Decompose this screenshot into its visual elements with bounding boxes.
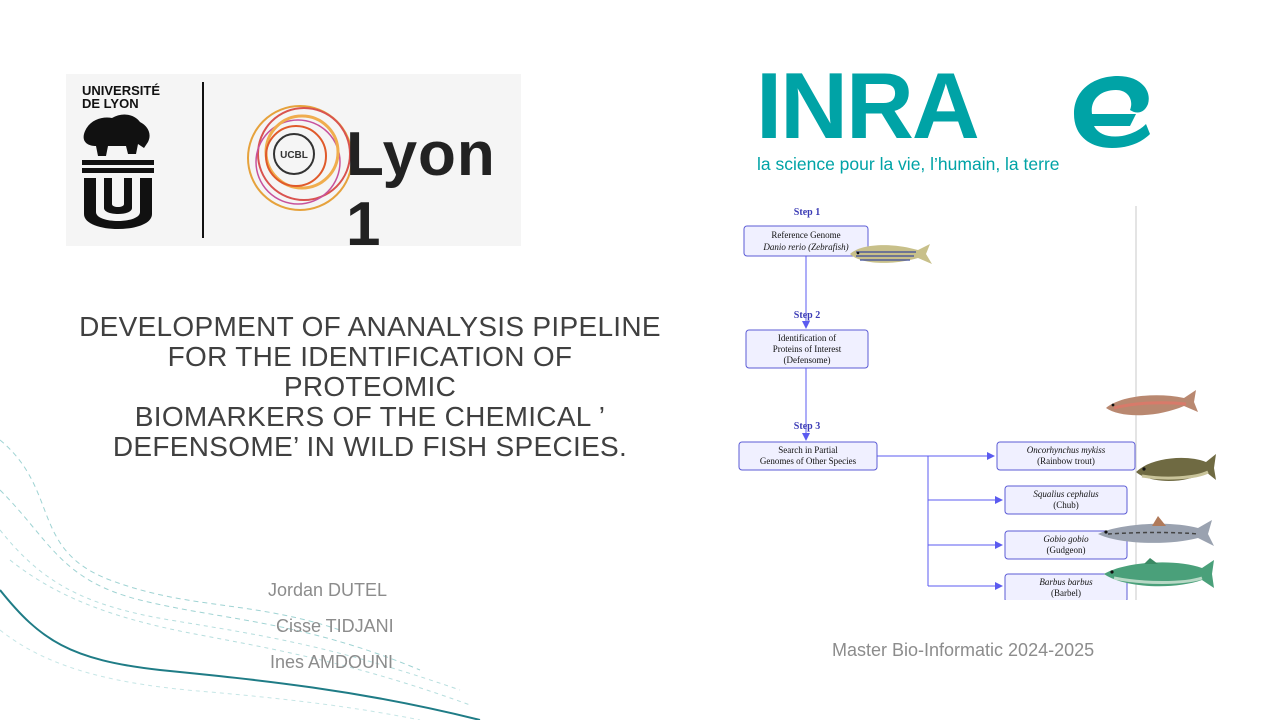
title-line: PROTEOMIC [283, 371, 457, 402]
author-name: Jordan DUTEL [268, 580, 388, 600]
pipeline-box-identification [745, 329, 869, 369]
chub-icon [1136, 454, 1216, 481]
svg-text:Genomes of Other Species: Genomes of Other Species [760, 456, 857, 466]
title-line: DEVELOPMENT OF ANANALYSIS PIPELINE [79, 311, 661, 342]
species-box-chub [1004, 485, 1128, 515]
svg-text:Identification of: Identification of [778, 333, 836, 343]
logo-divider [202, 82, 204, 238]
svg-text:Gobio gobio: Gobio gobio [1043, 534, 1089, 544]
svg-text:(Chub): (Chub) [1053, 500, 1079, 510]
svg-text:Oncorhynchus mykiss: Oncorhynchus mykiss [1027, 445, 1106, 455]
svg-text:Danio rerio (Zebrafish): Danio rerio (Zebrafish) [762, 242, 848, 252]
step-label: Step 2 [794, 310, 820, 321]
species-box-gudgeon [1004, 530, 1128, 560]
slide-title: DEVELOPMENT OF ANANALYSIS PIPELINE FOR T… [40, 312, 700, 462]
inrae-wordmark: INRA [756, 53, 980, 158]
svg-text:Squalius cephalus: Squalius cephalus [1033, 489, 1099, 499]
svg-text:Proteins of Interest: Proteins of Interest [773, 344, 842, 354]
author-name: Ines AMDOUNI [270, 652, 394, 672]
inrae-logo: INRA la science pour la vie, l’humain, l… [756, 59, 1156, 180]
decorative-waves [0, 439, 481, 720]
ucbl-rings-icon: UCBL [247, 105, 353, 211]
title-line: FOR THE IDENTIFICATION OF [167, 341, 573, 372]
svg-text:UCBL: UCBL [280, 150, 308, 161]
title-line: BIOMARKERS OF THE CHEMICAL ’ [134, 401, 606, 432]
trout-icon [1106, 390, 1198, 416]
svg-text:Barbus barbus: Barbus barbus [1039, 577, 1093, 587]
title-line: DEFENSOME’ IN WILD FISH SPECIES. [112, 431, 628, 462]
author-name: Cisse TIDJANI [276, 616, 394, 636]
step-label: Step 1 [794, 207, 820, 218]
barbel-icon [1104, 558, 1214, 588]
zebrafish-icon [850, 244, 932, 264]
program-label: Master Bio-Informatic 2024-2025 [832, 640, 1095, 660]
gudgeon-icon [1098, 516, 1214, 546]
lyon1-wordmark: Lyon 1 [346, 120, 496, 259]
step-label: Step 3 [794, 421, 820, 432]
species-box-barbel [1004, 573, 1128, 600]
svg-text:Reference Genome: Reference Genome [771, 230, 840, 240]
svg-text:(Gudgeon): (Gudgeon) [1047, 545, 1086, 555]
species-box-trout [996, 441, 1136, 471]
university-name: UNIVERSITÉ DE LYON [82, 83, 161, 111]
lion-emblem-icon [82, 114, 154, 229]
inrae-tagline: la science pour la vie, l’humain, la ter… [757, 154, 1060, 174]
universite-lyon-logo: UNIVERSITÉ DE LYON UCBL Lyon 1 [66, 74, 521, 259]
svg-text:(Barbel): (Barbel) [1051, 588, 1081, 598]
inrae-e-swoosh-icon [1074, 76, 1150, 148]
svg-text:(Defensome): (Defensome) [784, 355, 831, 365]
svg-text:Search in Partial: Search in Partial [778, 445, 838, 455]
svg-text:(Rainbow trout): (Rainbow trout) [1037, 456, 1095, 466]
pipeline-diagram: Step 1 Reference Genome Danio rerio (Zeb… [738, 206, 1216, 600]
